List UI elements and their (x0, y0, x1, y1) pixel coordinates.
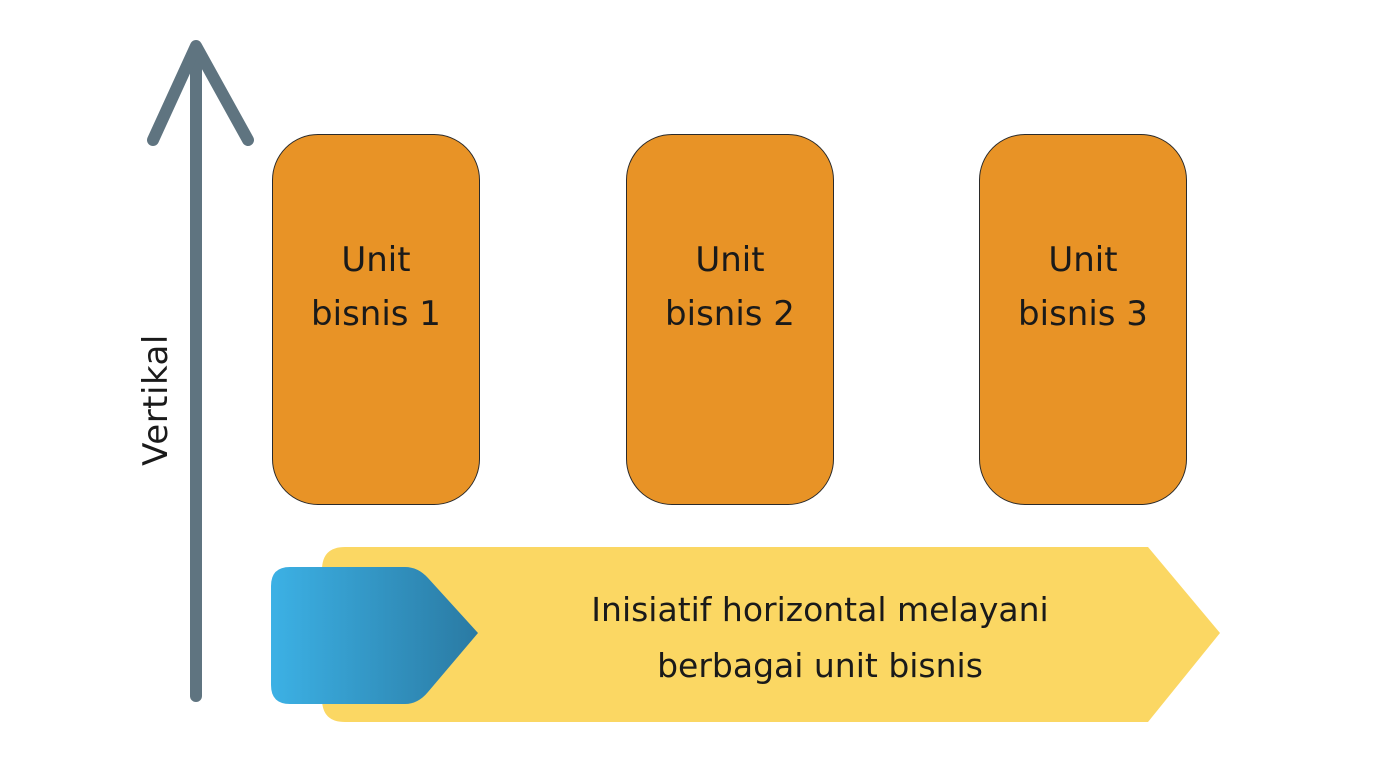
unit-label-line-2: bisnis 1 (311, 293, 441, 334)
unit-label-line-1: Unit (695, 239, 765, 280)
banner-text: Inisiatif horizontal melayani berbagai u… (480, 582, 1160, 694)
axis-arrow-head (147, 40, 254, 146)
horizontal-initiative-banner (322, 547, 1220, 722)
unit-label: Unit bisnis 2 (665, 233, 795, 341)
banner-text-line-2: berbagai unit bisnis (657, 646, 983, 685)
axis-label-vertikal: Vertikal (136, 334, 176, 466)
unit-label-line-1: Unit (341, 239, 411, 280)
unit-label-line-2: bisnis 2 (665, 293, 795, 334)
unit-label-line-2: bisnis 3 (1018, 293, 1148, 334)
unit-box-2: Unit bisnis 2 (626, 134, 834, 505)
vertical-axis-arrow (147, 40, 254, 702)
unit-label: Unit bisnis 1 (311, 233, 441, 341)
unit-label-line-1: Unit (1048, 239, 1118, 280)
initiative-tab-marker (271, 567, 478, 704)
banner-text-line-1: Inisiatif horizontal melayani (591, 590, 1049, 629)
unit-box-1: Unit bisnis 1 (272, 134, 480, 505)
unit-box-3: Unit bisnis 3 (979, 134, 1187, 505)
unit-label: Unit bisnis 3 (1018, 233, 1148, 341)
